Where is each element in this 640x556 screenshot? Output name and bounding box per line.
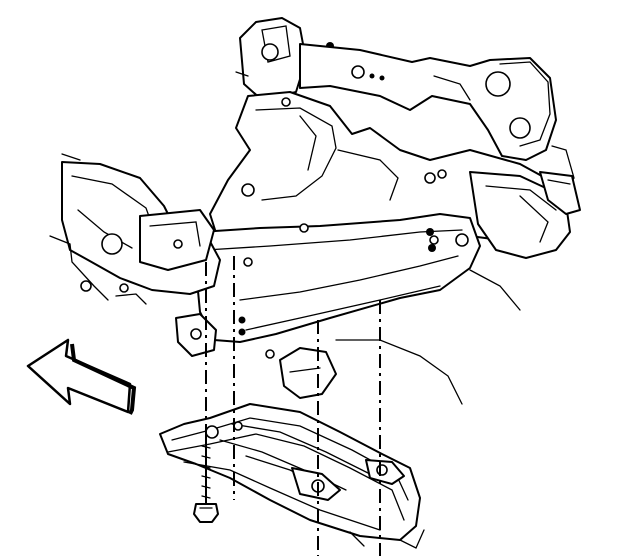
skid-plate-drawing [159, 403, 425, 549]
alignment-lines [205, 256, 381, 556]
bolt-icon [193, 435, 219, 523]
front-direction-arrow-icon [26, 338, 137, 415]
frame-crossmember-drawing [49, 17, 581, 405]
